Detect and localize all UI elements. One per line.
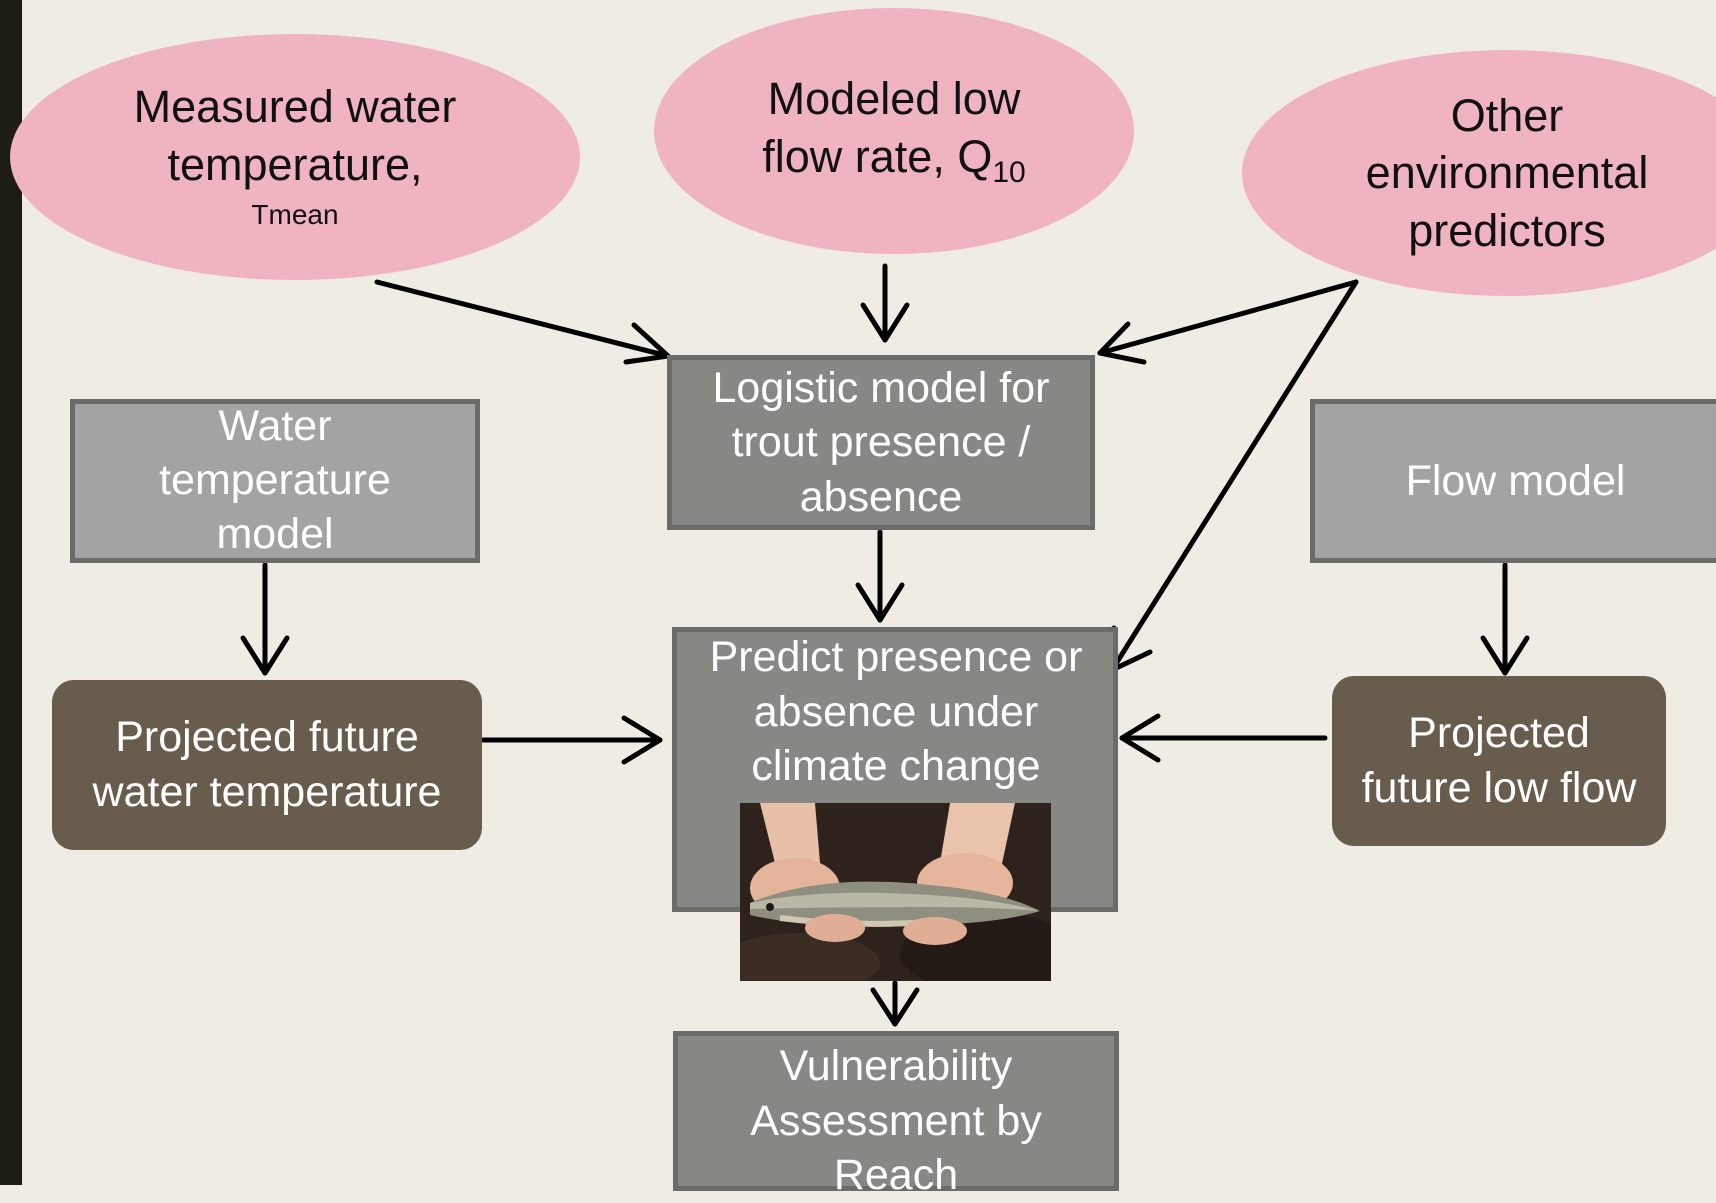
projected-flow-text: Projected future low flow xyxy=(1362,706,1637,815)
logistic-line3: absence xyxy=(799,472,963,521)
arrow-measured-to-logistic xyxy=(374,279,671,359)
water-temp-model-line1: Water xyxy=(218,402,332,451)
modeled-low-flow-node: Modeled low flow rate, Q10 xyxy=(654,8,1134,254)
other-line3: predictors xyxy=(1408,204,1606,256)
arrowhead-other-to-logistic xyxy=(1097,321,1147,365)
projected-temp-line2: water temperature xyxy=(92,768,442,816)
slide-side-bar xyxy=(0,0,22,1185)
projected-temp-text: Projected future water temperature xyxy=(93,710,442,819)
other-predictors-node: Other environmental predictors xyxy=(1242,50,1716,296)
logistic-model-box: Logistic model for trout presence / abse… xyxy=(667,355,1095,530)
arrowhead-logistic-to-predict xyxy=(855,582,905,623)
predict-line2: absence under xyxy=(753,687,1039,736)
predict-text: Predict presence or absence under climat… xyxy=(672,630,1120,794)
logistic-line2: trout presence / xyxy=(731,418,1031,467)
modeled-flow-line2: flow rate, Q xyxy=(762,130,993,182)
arrowhead-predict-to-vulnerability xyxy=(870,987,920,1027)
water-temp-model-line3: model xyxy=(216,509,334,558)
projected-temp-line1: Projected future xyxy=(115,713,419,762)
logistic-line1: Logistic model for xyxy=(712,363,1050,412)
modeled-flow-line1: Modeled low xyxy=(767,73,1021,124)
other-line1: Other xyxy=(1450,89,1564,141)
trout-photo-illustration xyxy=(740,803,1051,981)
measured-temp-note: Tmean xyxy=(251,198,339,230)
projected-flow-line1: Projected xyxy=(1408,709,1590,758)
water-temp-model-line2: temperature xyxy=(159,456,391,505)
measured-water-temperature-node: Measured water temperature, Tmean xyxy=(10,34,580,280)
vulnerability-line3: Reach xyxy=(833,1151,959,1200)
trout-photo xyxy=(740,803,1051,981)
vulnerability-text: Vulnerability Assessment by Reach xyxy=(750,1039,1042,1203)
water-temperature-model-box: Water temperature model xyxy=(70,399,480,563)
arrowhead-projflow-to-predict xyxy=(1119,713,1161,763)
flow-model-box: Flow model xyxy=(1310,399,1716,563)
projected-flow-line2: future low flow xyxy=(1361,764,1637,812)
flow-model-label: Flow model xyxy=(1405,456,1626,505)
arrow-other-to-logistic xyxy=(1097,279,1359,356)
modeled-flow-subscript: 10 xyxy=(992,155,1026,189)
projected-water-temperature-box: Projected future water temperature xyxy=(52,680,482,850)
projected-low-flow-box: Projected future low flow xyxy=(1332,676,1666,846)
water-temp-model-text: Water temperature model xyxy=(159,400,391,561)
vulnerability-assessment-box: Vulnerability Assessment by Reach xyxy=(673,1031,1119,1199)
predict-line1: Predict presence or xyxy=(709,633,1083,681)
arrowhead-projtemp-to-predict xyxy=(621,715,663,765)
arrow-other-to-predict xyxy=(1109,279,1359,673)
other-line2: environmental xyxy=(1365,147,1649,199)
vulnerability-line2: Assessment by xyxy=(750,1096,1042,1145)
predict-line3: climate change xyxy=(751,742,1041,791)
modeled-flow-line2-wrap: flow rate, Q10 xyxy=(762,128,1025,192)
arrowhead-flow-to-logistic xyxy=(860,302,910,343)
vulnerability-line1: Vulnerability xyxy=(779,1042,1013,1090)
measured-temp-line1: Measured water xyxy=(133,81,457,133)
arrowhead-measured-to-logistic xyxy=(623,322,671,365)
logistic-text: Logistic model for trout presence / abse… xyxy=(713,361,1050,525)
arrowhead-tempmodel-to-projected xyxy=(240,635,290,676)
arrowhead-flowmodel-to-projected xyxy=(1480,635,1530,676)
measured-temp-line2: temperature, xyxy=(167,139,423,190)
